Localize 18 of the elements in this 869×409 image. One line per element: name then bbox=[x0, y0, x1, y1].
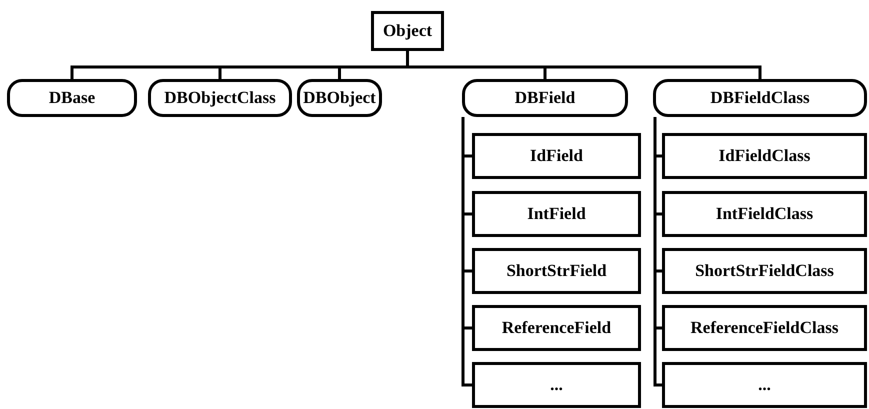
connector-line bbox=[406, 51, 762, 79]
class-box: ReferenceField bbox=[472, 305, 641, 351]
class-box: IdFieldClass bbox=[662, 133, 867, 179]
class-box: IntField bbox=[472, 191, 641, 237]
class-box: DBase bbox=[7, 79, 137, 117]
class-box: ReferenceFieldClass bbox=[662, 305, 867, 351]
class-box: ShortStrField bbox=[472, 248, 641, 294]
class-box: DBObject bbox=[297, 79, 382, 117]
class-box: ... bbox=[472, 362, 641, 408]
class-box: ... bbox=[662, 362, 867, 408]
connector-line bbox=[462, 117, 472, 386]
class-box: IntFieldClass bbox=[662, 191, 867, 237]
class-box: DBFieldClass bbox=[653, 79, 867, 117]
class-box: Object bbox=[371, 11, 444, 51]
class-box: IdField bbox=[472, 133, 641, 179]
class-box: DBField bbox=[462, 79, 628, 117]
class-box: DBObjectClass bbox=[148, 79, 292, 117]
class-box: ShortStrFieldClass bbox=[662, 248, 867, 294]
